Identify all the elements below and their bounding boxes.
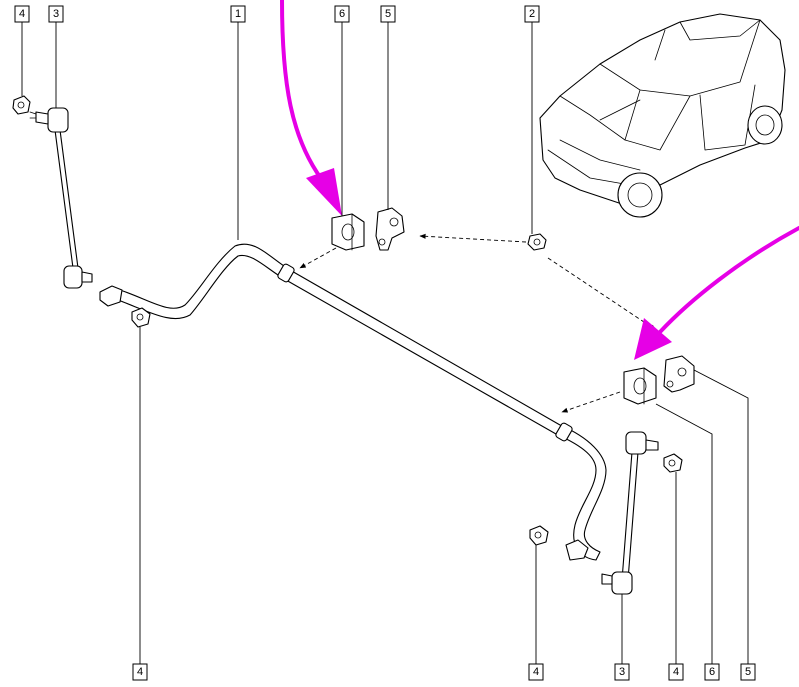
callout-top-3: 3: [48, 5, 64, 23]
callout-bottom-6: 6: [704, 663, 720, 681]
callout-top-5: 5: [380, 5, 396, 23]
upper-bushing: [331, 213, 365, 251]
callout-top-4: 4: [14, 5, 30, 23]
callout-bottom-4-left: 4: [132, 663, 148, 681]
left-bottom-nut: [131, 307, 151, 328]
upper-clamp: [375, 207, 405, 251]
left-link-rod: [29, 107, 93, 289]
callout-label: 6: [709, 666, 715, 678]
callout-bottom-3: 3: [614, 663, 630, 681]
callout-bottom-4-center: 4: [528, 663, 544, 681]
bolt: [527, 233, 547, 251]
leader-lines: [21, 22, 749, 664]
callout-label: 6: [339, 8, 345, 20]
lower-clamp: [663, 355, 695, 393]
callout-label: 2: [529, 8, 535, 20]
right-lower-nut: [529, 525, 549, 546]
callout-label: 4: [673, 666, 679, 678]
callout-top-6: 6: [334, 5, 350, 23]
callout-bottom-4-right: 4: [668, 663, 684, 681]
callout-label: 5: [385, 8, 391, 20]
assembly-arrows: [299, 233, 657, 413]
callout-label: 4: [137, 666, 143, 678]
callout-label: 5: [745, 666, 751, 678]
callout-label: 3: [53, 8, 59, 20]
callout-bottom-5: 5: [740, 663, 756, 681]
callout-label: 3: [619, 666, 625, 678]
left-top-nut: [12, 95, 31, 115]
highlight-arrow-lower: [634, 226, 799, 360]
right-upper-nut: [663, 453, 683, 473]
highlight-arrow-upper: [280, 0, 342, 216]
callout-top-2: 2: [524, 5, 540, 23]
vehicle-illustration: [539, 13, 786, 218]
lower-bushing: [623, 367, 657, 405]
right-link-rod: [601, 431, 659, 595]
callout-label: 4: [19, 8, 25, 20]
callout-top-1: 1: [230, 5, 246, 23]
stabilizer-bar: [99, 243, 607, 561]
callout-label: 4: [533, 666, 539, 678]
callout-label: 1: [235, 8, 241, 20]
